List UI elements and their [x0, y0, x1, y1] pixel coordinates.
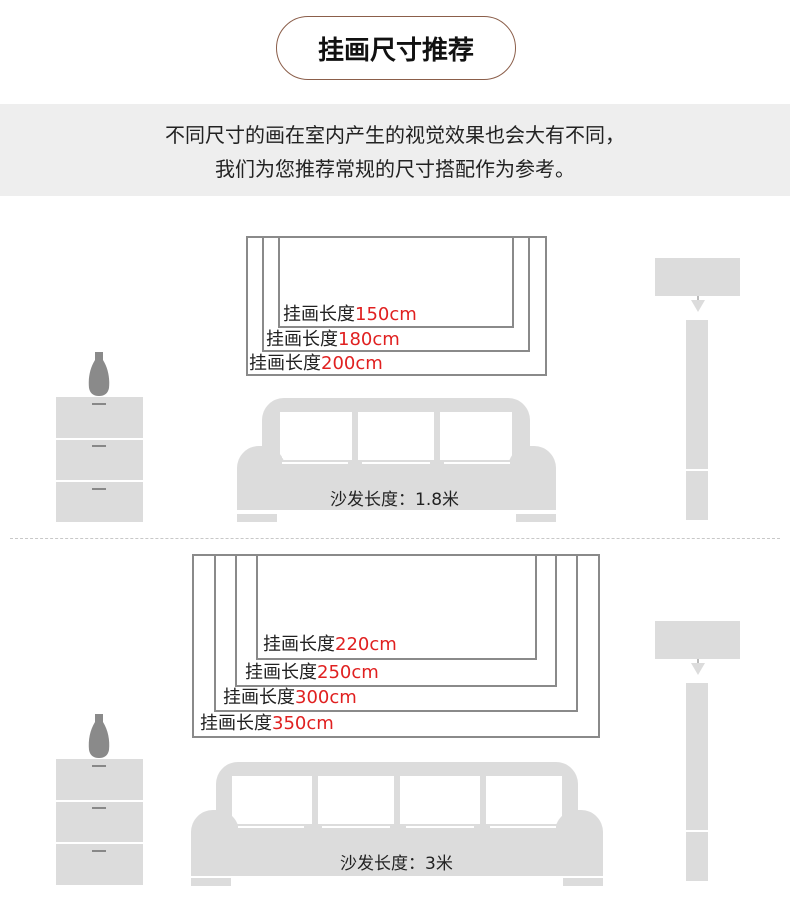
side-cabinet-1 — [56, 352, 143, 522]
label-prefix: 挂画长度 — [200, 713, 272, 734]
side-cabinet-2 — [56, 714, 143, 885]
intro-line-1: 不同尺寸的画在室内产生的视觉效果也会大有不同， — [165, 123, 625, 147]
label-prefix: 挂画长度 — [245, 662, 317, 683]
length-value: 300cm — [295, 687, 357, 708]
frame-150cm — [278, 236, 514, 328]
frame-label-220cm: 挂画长度220cm — [263, 634, 397, 656]
label-prefix: 挂画长度 — [249, 353, 321, 374]
sofa-length-label-1: 沙发长度：1.8米 — [330, 490, 460, 510]
intro-text: 不同尺寸的画在室内产生的视觉效果也会大有不同， 我们为您推荐常规的尺寸搭配作为参… — [0, 104, 790, 196]
length-value: 250cm — [317, 662, 379, 683]
length-value: 350cm — [272, 713, 334, 734]
frame-label-350cm: 挂画长度350cm — [200, 713, 334, 735]
page-title: 挂画尺寸推荐 — [276, 16, 516, 80]
vase-icon — [88, 714, 110, 758]
floor-lamp-1 — [655, 258, 740, 520]
frame-label-250cm: 挂画长度250cm — [245, 662, 379, 684]
vase-icon — [88, 352, 110, 396]
length-value: 150cm — [355, 304, 417, 325]
section-divider — [10, 538, 780, 539]
label-prefix: 挂画长度 — [283, 304, 355, 325]
sofa-2 — [191, 762, 603, 886]
scene-1-frames — [246, 236, 547, 376]
length-value: 200cm — [321, 353, 383, 374]
label-prefix: 挂画长度 — [266, 329, 338, 350]
sofa-1 — [237, 398, 556, 522]
floor-lamp-2 — [655, 621, 740, 881]
frame-label-200cm: 挂画长度200cm — [249, 353, 383, 375]
scene-2-frames — [192, 554, 600, 738]
frame-label-300cm: 挂画长度300cm — [223, 687, 357, 709]
label-prefix: 挂画长度 — [263, 634, 335, 655]
frame-label-180cm: 挂画长度180cm — [266, 329, 400, 351]
length-value: 220cm — [335, 634, 397, 655]
intro-line-2: 我们为您推荐常规的尺寸搭配作为参考。 — [215, 157, 575, 181]
label-prefix: 挂画长度 — [223, 687, 295, 708]
frame-220cm — [256, 554, 537, 660]
frame-label-150cm: 挂画长度150cm — [283, 304, 417, 326]
length-value: 180cm — [338, 329, 400, 350]
sofa-length-label-2: 沙发长度：3米 — [340, 854, 453, 874]
